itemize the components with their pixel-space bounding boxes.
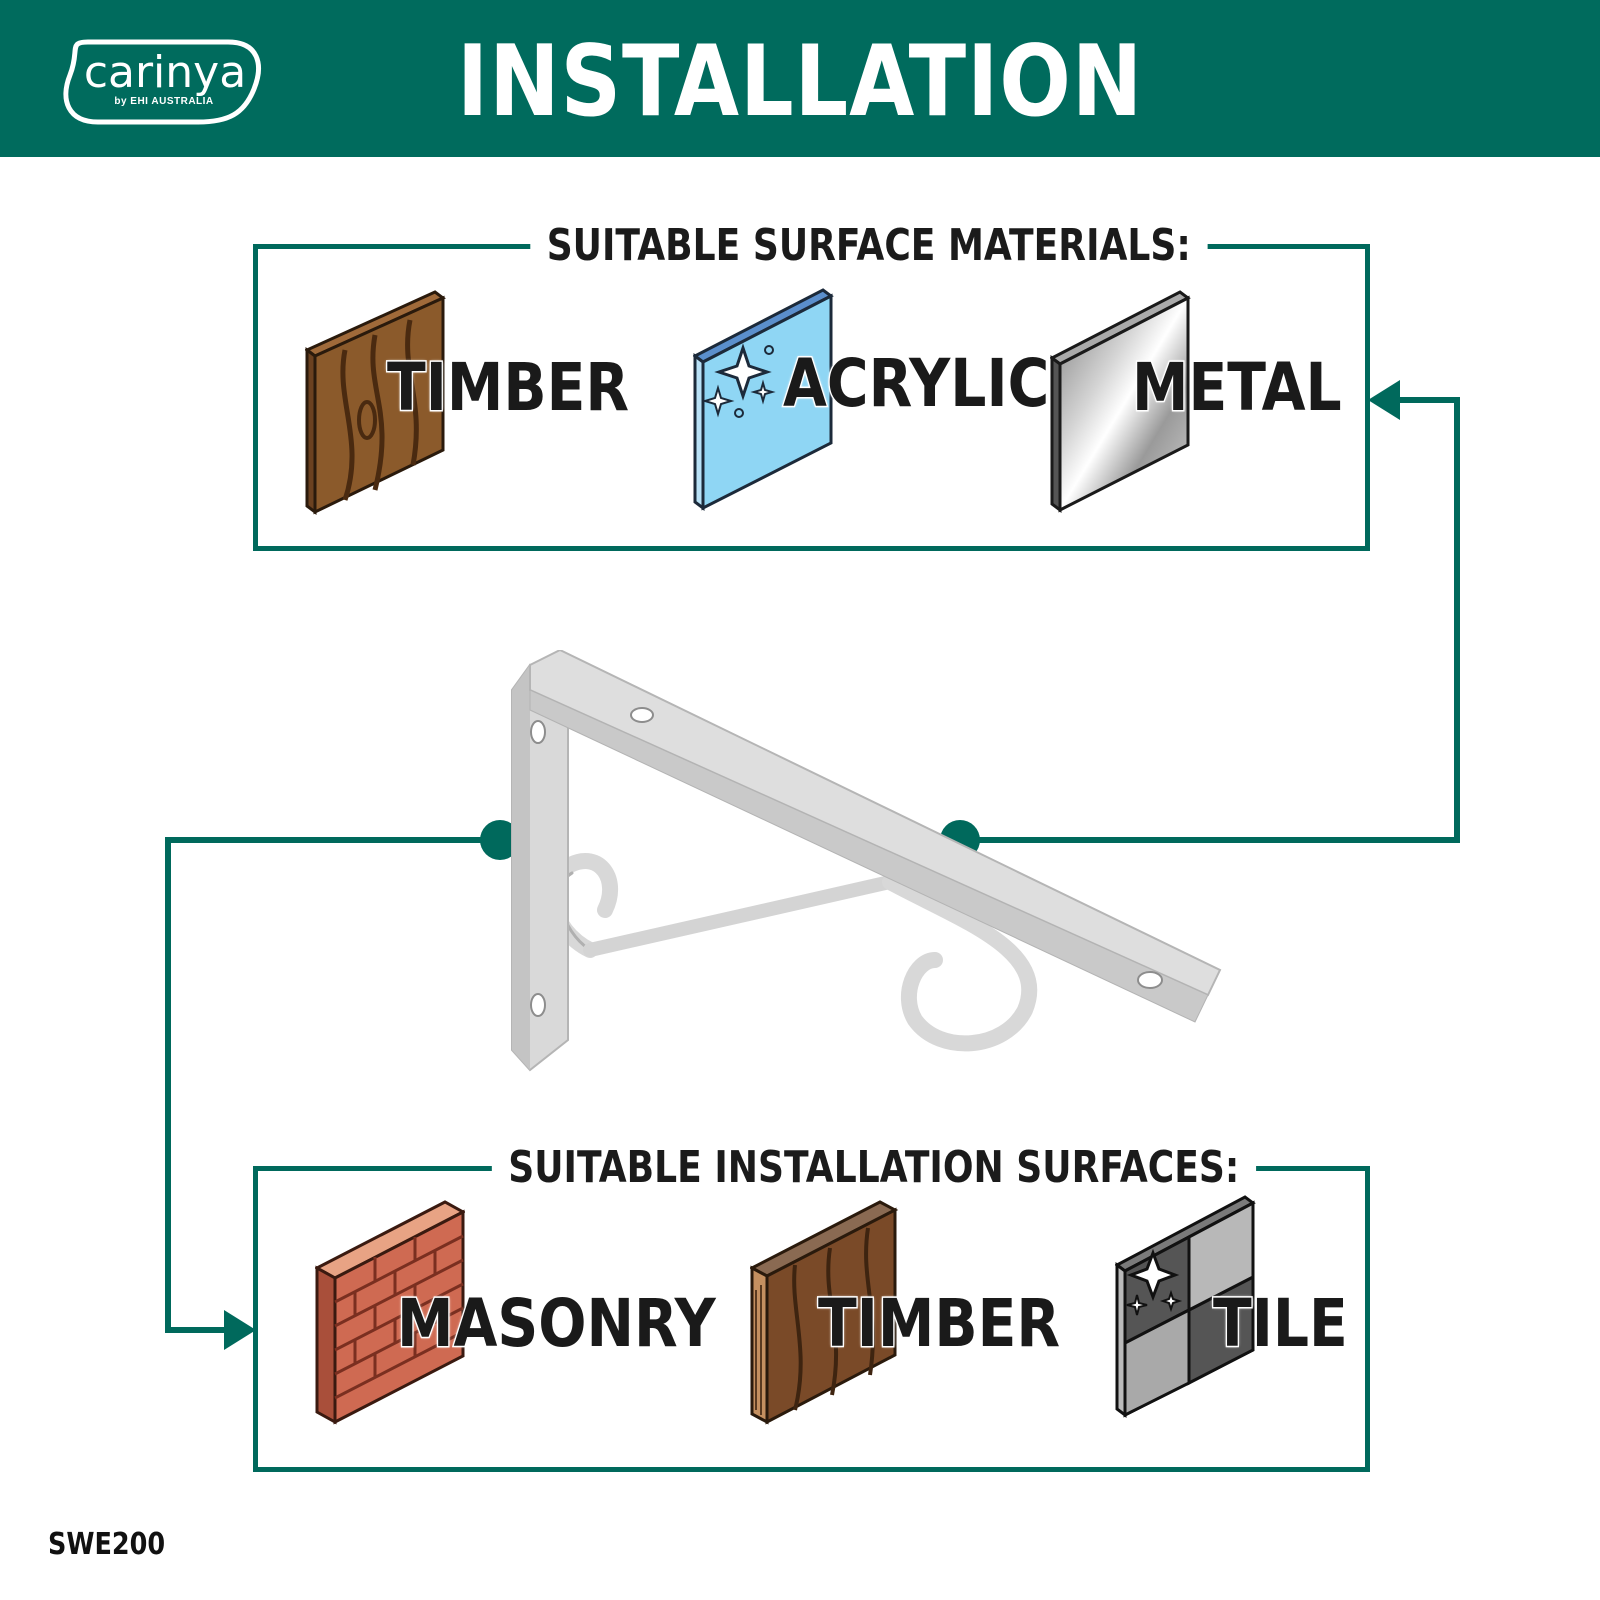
arrow-left-icon bbox=[1368, 380, 1400, 420]
surface-timber: TIMBER bbox=[750, 1200, 1090, 1430]
material-metal: METAL bbox=[1050, 290, 1390, 520]
surface-label: MASONRY bbox=[396, 1284, 717, 1363]
arrow-right-icon bbox=[224, 1310, 256, 1350]
materials-box: SUITABLE SURFACE MATERIALS: bbox=[253, 219, 1370, 551]
brand-name: carinya bbox=[83, 47, 247, 98]
connector-right bbox=[960, 397, 1460, 843]
surfaces-box: SUITABLE INSTALLATION SURFACES: bbox=[253, 1141, 1370, 1472]
acrylic-panel-icon bbox=[693, 288, 834, 511]
materials-title: SUITABLE SURFACE MATERIALS: bbox=[530, 219, 1208, 273]
brand-tagline: by EHI AUSTRALIA bbox=[114, 96, 214, 107]
timber-panel-icon bbox=[305, 290, 446, 515]
connector-dot-left bbox=[480, 820, 520, 860]
metal-panel-icon bbox=[1050, 290, 1191, 513]
logo-oval-icon bbox=[63, 39, 261, 125]
material-label: METAL bbox=[1131, 348, 1343, 427]
surface-masonry: MASONRY bbox=[315, 1200, 717, 1430]
material-label: ACRYLIC bbox=[782, 344, 1051, 423]
surface-tile: TILE bbox=[1115, 1195, 1415, 1425]
white-shelf-bracket-image bbox=[511, 650, 1222, 1072]
tile-wall-icon bbox=[1115, 1195, 1256, 1418]
material-label: TIMBER bbox=[386, 348, 631, 427]
brick-wall-icon bbox=[315, 1200, 465, 1425]
timber-wall-icon bbox=[750, 1200, 899, 1425]
product-code: SWE200 bbox=[48, 1527, 166, 1562]
surfaces-title: SUITABLE INSTALLATION SURFACES: bbox=[491, 1141, 1256, 1195]
brand-logo: carinya by EHI AUSTRALIA bbox=[58, 34, 268, 128]
surface-label: TILE bbox=[1212, 1284, 1349, 1363]
surface-label: TIMBER bbox=[817, 1284, 1062, 1363]
header-banner: carinya by EHI AUSTRALIA INSTALLATION bbox=[0, 0, 1600, 157]
material-timber: TIMBER bbox=[305, 290, 645, 520]
material-acrylic: ACRYLIC bbox=[693, 288, 1051, 518]
page-title: INSTALLATION bbox=[456, 25, 1144, 139]
connector-left bbox=[165, 837, 500, 1333]
